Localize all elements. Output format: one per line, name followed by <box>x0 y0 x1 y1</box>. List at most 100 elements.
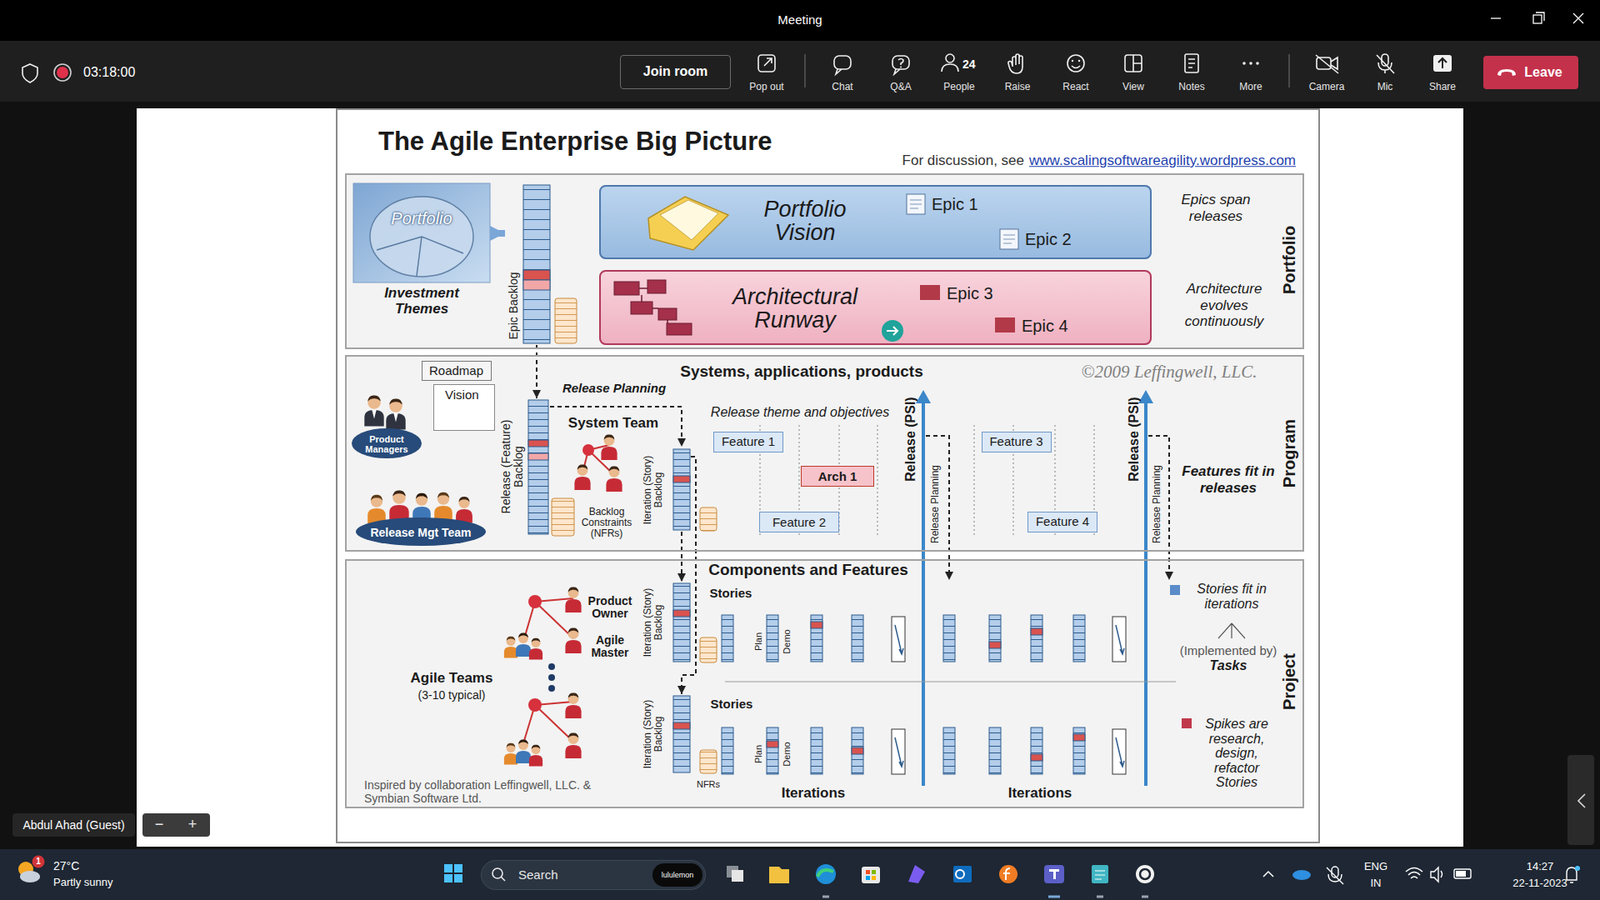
button: Join room <box>620 55 731 90</box>
node-label: Roadmap <box>429 363 484 378</box>
text-label: NFRs <box>696 779 720 790</box>
search-badge: lululemon <box>652 863 703 887</box>
backlog-stack: Iteration (Story) Backlog <box>638 446 691 532</box>
text-label: Pop out <box>749 81 784 94</box>
text-label: View <box>1122 81 1145 94</box>
node-label: Epic 3 <box>946 284 994 304</box>
text-label: Camera <box>1309 81 1345 94</box>
text-label: Architecture evolves continuously <box>1172 280 1277 330</box>
runway-box: Architectural Runway Epic 3 Epic 4 <box>599 270 1152 345</box>
node-label: Program <box>1280 419 1300 488</box>
backlog-stack: Epic Backlog <box>505 183 552 345</box>
text-label: Product Owner <box>584 595 636 621</box>
text-label: 14:27 <box>1526 860 1555 874</box>
text-label: Plan <box>753 632 765 651</box>
text-label: Meeting <box>777 12 822 27</box>
leave-button: Leave <box>1483 55 1579 90</box>
node-fill <box>1483 55 1579 90</box>
text-label: 22-11-2023 <box>1512 877 1568 890</box>
node-label: lululemon <box>661 870 695 880</box>
text-label: Release Planning <box>562 380 666 395</box>
text-label: Release Planning <box>1151 465 1164 544</box>
text-label: Share <box>1429 81 1456 94</box>
node-fill <box>599 270 1152 345</box>
text-label: Backlog Constraints (NFRs) <box>573 506 640 540</box>
text-label: Release theme and objectives <box>710 405 890 420</box>
text-label: ENG <box>1364 860 1388 874</box>
node-label: Feature 1 <box>721 434 775 449</box>
vision-card: Vision <box>433 384 495 431</box>
node-label: Join room <box>643 64 708 80</box>
text-label: Release Planning <box>930 465 942 544</box>
node-label: Abdul Ahad (Guest) <box>22 818 125 832</box>
node-fill <box>599 185 1152 260</box>
backlog-stack: Iteration (Story) Backlog <box>638 694 691 775</box>
node-fill <box>345 173 1305 350</box>
node-label: Epic 4 <box>1021 316 1069 336</box>
text-label: www.scalingsoftwareagility.wordpress.com <box>1029 152 1296 170</box>
text-label: Q&A <box>890 81 911 94</box>
node-label: Architectural Runway <box>711 285 879 333</box>
text-label: Spikes are research, design, refactor St… <box>1197 716 1277 790</box>
feature-box: Feature 1 <box>713 431 784 453</box>
node-fill <box>345 355 1305 552</box>
flow-connector <box>490 230 505 237</box>
node-label: Feature 3 <box>989 434 1043 449</box>
backlog-stack: Iteration (Story) Backlog <box>638 581 691 664</box>
swimlane-band: PortfolioInvestment ThemesEpic Backlog Po… <box>345 173 1305 350</box>
team-icon: Release Mgt Team <box>355 479 487 548</box>
text-label: Agile Master <box>584 634 636 660</box>
text-label: Stories <box>710 696 754 711</box>
flow-connector <box>535 345 538 399</box>
text-label: 03:18:00 <box>83 65 135 80</box>
feature-box: Feature 3 <box>981 431 1052 453</box>
node-fill <box>345 559 1305 809</box>
text-label: Chat <box>831 81 853 94</box>
text-label: More <box>1239 81 1262 94</box>
node-label: Search <box>518 867 559 882</box>
node-label: Iteration (Story) Backlog <box>642 582 665 663</box>
team-icon: Product Managers <box>353 388 420 459</box>
text-label: Iterations <box>1008 785 1073 802</box>
investment-themes: PortfolioInvestment Themes <box>353 183 490 319</box>
text-label: Features fit in releases <box>1179 463 1278 496</box>
text-label: Release (PSI) <box>903 396 919 481</box>
text-label: Release (PSI) <box>1126 396 1142 481</box>
text-label: Stories fit in iterations <box>1182 581 1281 613</box>
node-fill <box>480 860 706 890</box>
backlog-stack: Release (Feature) Backlog <box>498 398 550 536</box>
roadmap-card: Roadmap <box>421 360 492 381</box>
node-label: Release Mgt Team <box>370 525 471 540</box>
text-label: Inspired by collaboration Leffingwell, L… <box>364 778 615 805</box>
node-label: Leave <box>1524 65 1562 80</box>
node-label: Epic 2 <box>1025 230 1072 250</box>
node-label: Iteration (Story) Backlog <box>642 450 665 530</box>
node-label: Feature 4 <box>1035 514 1090 529</box>
text-label: Notes <box>1178 81 1205 94</box>
zoom-control: −+ <box>142 813 210 837</box>
text-label: Raise <box>1005 81 1031 94</box>
node-label: Arch 1 <box>818 469 858 484</box>
node-label: Portfolio Vision <box>746 197 864 245</box>
node-label: Vision <box>445 387 480 402</box>
text-label: Mic <box>1377 81 1394 94</box>
text-label: Plan <box>753 745 765 764</box>
node-label: Epic Backlog <box>506 272 520 340</box>
text-label: System Team <box>568 415 659 432</box>
text-label: React <box>1062 81 1089 94</box>
flow-connector <box>550 406 682 447</box>
text-label: Systems, applications, products <box>680 362 923 381</box>
arch-box: Arch 1 <box>800 465 875 487</box>
node-label: Portfolio <box>1280 225 1300 295</box>
feature-box: Feature 4 <box>1027 511 1098 533</box>
search-box: lululemon Search <box>480 860 706 890</box>
text-label: 24 <box>962 57 976 71</box>
text-label: Demo <box>781 629 793 654</box>
text-label: Stories <box>710 585 753 600</box>
text-label: 27°C <box>53 859 80 873</box>
text-label: Agile Teams <box>410 670 494 687</box>
flow-connector <box>681 456 696 695</box>
text-label: ©2009 Leffingwell, LLC. <box>1081 361 1258 382</box>
node-label: − <box>155 815 165 834</box>
node-label: + <box>188 815 198 834</box>
